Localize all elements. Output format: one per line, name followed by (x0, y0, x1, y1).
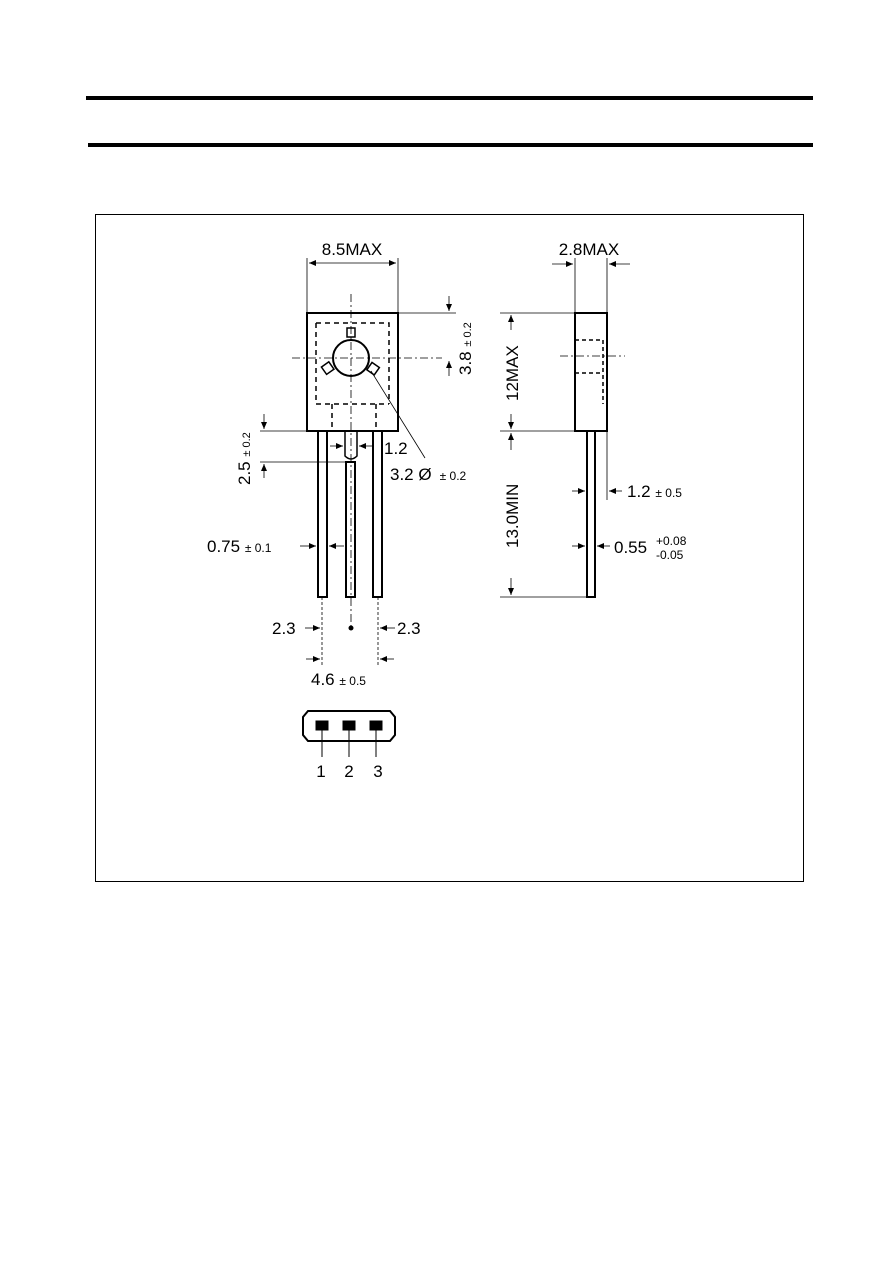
pin-pad-1 (315, 720, 329, 731)
dim-lead-thickness-tol-plus: +0.08 (656, 534, 687, 548)
dim-hole-diameter-label: 3.2 Ø± 0.2 (390, 465, 467, 484)
lead-2 (345, 461, 356, 598)
dim-lead-thickness-label: 0.55 (614, 538, 647, 557)
pin-pad-3 (369, 720, 383, 731)
dim-lead-thickness-tol-minus: -0.05 (656, 548, 684, 562)
side-dashed-outline (575, 339, 604, 404)
side-view (500, 258, 630, 598)
dim-body-height-label: 12MAX (503, 345, 522, 401)
dim-lead-width-label: 0.75 ± 0.1 (207, 537, 272, 556)
dim-span-label: 4.6 ± 0.5 (311, 670, 366, 689)
dim-neck-height-label: 2.5 ± 0.2 (235, 432, 254, 485)
dim-pitch-right-label: 2.3 (397, 619, 421, 638)
header-rule-top (86, 96, 813, 100)
heatsink-dashed-outline (315, 322, 390, 431)
lead-neck (344, 431, 358, 460)
dim-pitch-left-label: 2.3 (272, 619, 296, 638)
lead-1 (317, 430, 328, 598)
dim-hole-offset-label: 3.8 ± 0.2 (456, 322, 475, 375)
pin-pad-2 (342, 720, 356, 731)
side-lead (586, 430, 596, 598)
dim-neck-width-label: 1.2 (384, 439, 408, 458)
lead-3 (372, 430, 383, 598)
pin-label-2: 2 (344, 762, 353, 781)
dim-width-label: 8.5MAX (322, 240, 382, 259)
top-view (260, 258, 456, 665)
pin-label-1: 1 (316, 762, 325, 781)
dim-thickness-label: 2.8MAX (559, 240, 619, 259)
pin-label-3: 3 (373, 762, 382, 781)
drawing-frame (95, 214, 804, 882)
dim-lead-offset-label: 1.2 ± 0.5 (627, 482, 682, 501)
side-body (574, 312, 608, 432)
header-rule-bottom (88, 143, 813, 147)
pinout-body (302, 710, 396, 742)
tab-right (365, 361, 381, 377)
tab-left (320, 360, 336, 376)
package-body (306, 312, 399, 432)
pinout-view (302, 710, 396, 757)
dim-lead-length-label: 13.0MIN (503, 484, 522, 548)
